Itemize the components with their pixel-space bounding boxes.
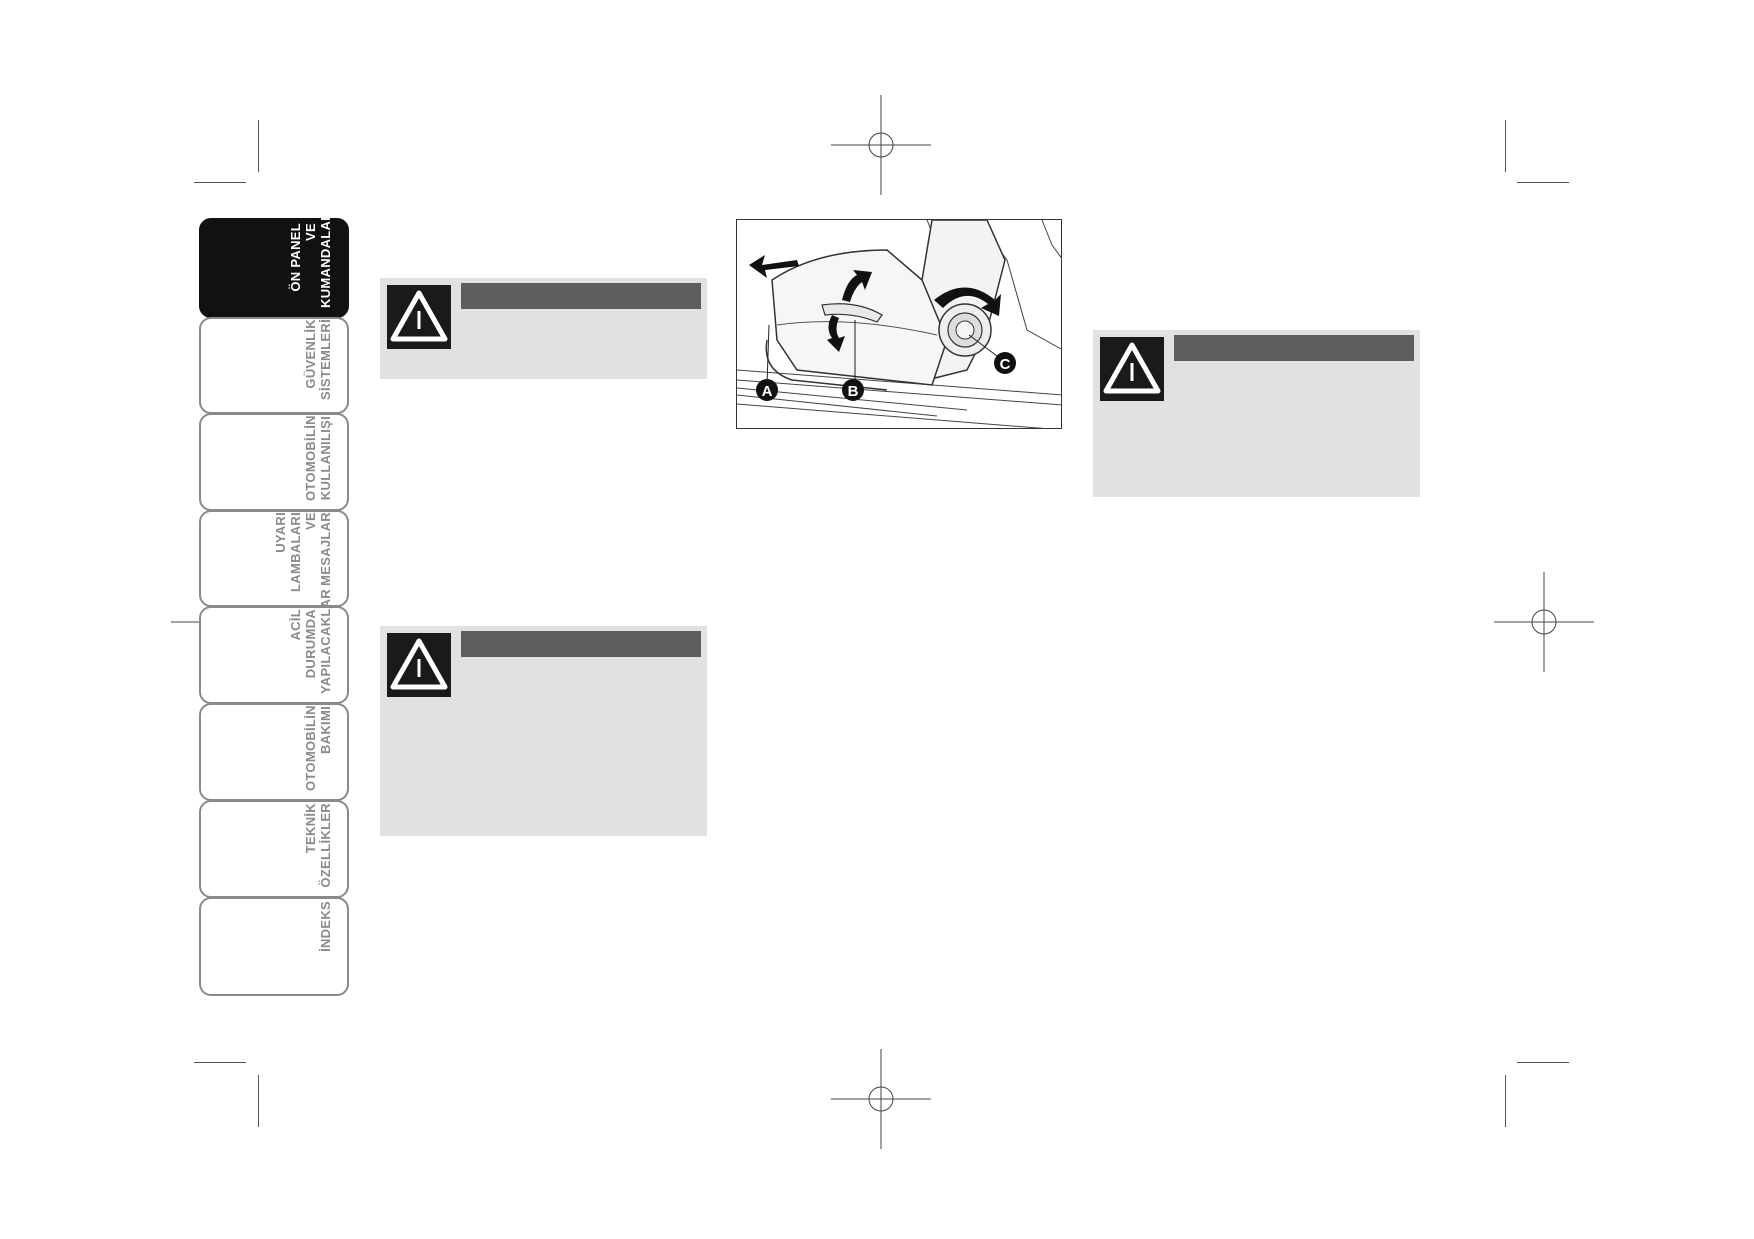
seat-illustration: A B C bbox=[737, 220, 1061, 428]
crop-mark bbox=[194, 1062, 246, 1063]
crop-mark bbox=[258, 120, 259, 172]
crop-mark bbox=[1517, 1062, 1569, 1063]
tab-label: OTOMOBİLİN KULLANILIŞI bbox=[303, 415, 333, 501]
warning-triangle-icon bbox=[387, 633, 451, 697]
crop-mark bbox=[1505, 1075, 1506, 1127]
tab-label: ÖN PANEL VE KUMANDALAR bbox=[288, 211, 333, 308]
svg-text:A: A bbox=[762, 383, 773, 400]
tab-label: İNDEKS bbox=[318, 901, 333, 952]
tab-label: UYARI LAMBALARI VE MESAJLAR bbox=[273, 512, 333, 592]
tab-guvenlik-sistemleri[interactable]: GÜVENLİK SİSTEMLERİ bbox=[199, 317, 349, 414]
seat-adjustment-figure: A B C bbox=[736, 219, 1062, 429]
warning-triangle-icon bbox=[1100, 337, 1164, 401]
registration-mark bbox=[831, 95, 931, 195]
tab-otomobilin-bakimi[interactable]: OTOMOBİLİN BAKIMI bbox=[199, 703, 349, 801]
tab-label: ACİL DURUMDA YAPILACAKLAR bbox=[288, 589, 333, 694]
tab-teknik-ozellikler[interactable]: TEKNİK ÖZELLİKLER bbox=[199, 800, 349, 898]
warning-header-bar bbox=[461, 283, 701, 309]
tab-label: GÜVENLİK SİSTEMLERİ bbox=[303, 319, 333, 401]
crop-mark bbox=[258, 1075, 259, 1127]
warning-box bbox=[380, 278, 707, 379]
tab-acil-durumda-yapilacaklar[interactable]: ACİL DURUMDA YAPILACAKLAR bbox=[199, 589, 349, 704]
warning-header-bar bbox=[461, 631, 701, 657]
warning-triangle-icon bbox=[387, 285, 451, 349]
tab-on-panel-ve-kumandalar[interactable]: ÖN PANEL VE KUMANDALAR bbox=[199, 211, 349, 318]
warning-box bbox=[380, 626, 707, 836]
warning-header-bar bbox=[1174, 335, 1414, 361]
tab-label: OTOMOBİLİN BAKIMI bbox=[303, 705, 333, 791]
callout-b: B bbox=[842, 379, 864, 401]
callout-a: A bbox=[756, 379, 778, 401]
tab-indeks[interactable]: İNDEKS bbox=[199, 897, 349, 996]
registration-mark bbox=[1494, 572, 1594, 672]
crop-mark bbox=[1517, 182, 1569, 183]
callout-c: C bbox=[994, 352, 1016, 374]
registration-mark bbox=[831, 1049, 931, 1149]
tab-label: TEKNİK ÖZELLİKLER bbox=[303, 803, 333, 888]
crop-mark bbox=[194, 182, 246, 183]
tab-otomobilin-kullanilisi[interactable]: OTOMOBİLİN KULLANILIŞI bbox=[199, 413, 349, 511]
svg-text:B: B bbox=[848, 383, 859, 400]
warning-box bbox=[1093, 330, 1420, 497]
crop-mark bbox=[1505, 120, 1506, 172]
svg-text:C: C bbox=[1000, 356, 1011, 373]
